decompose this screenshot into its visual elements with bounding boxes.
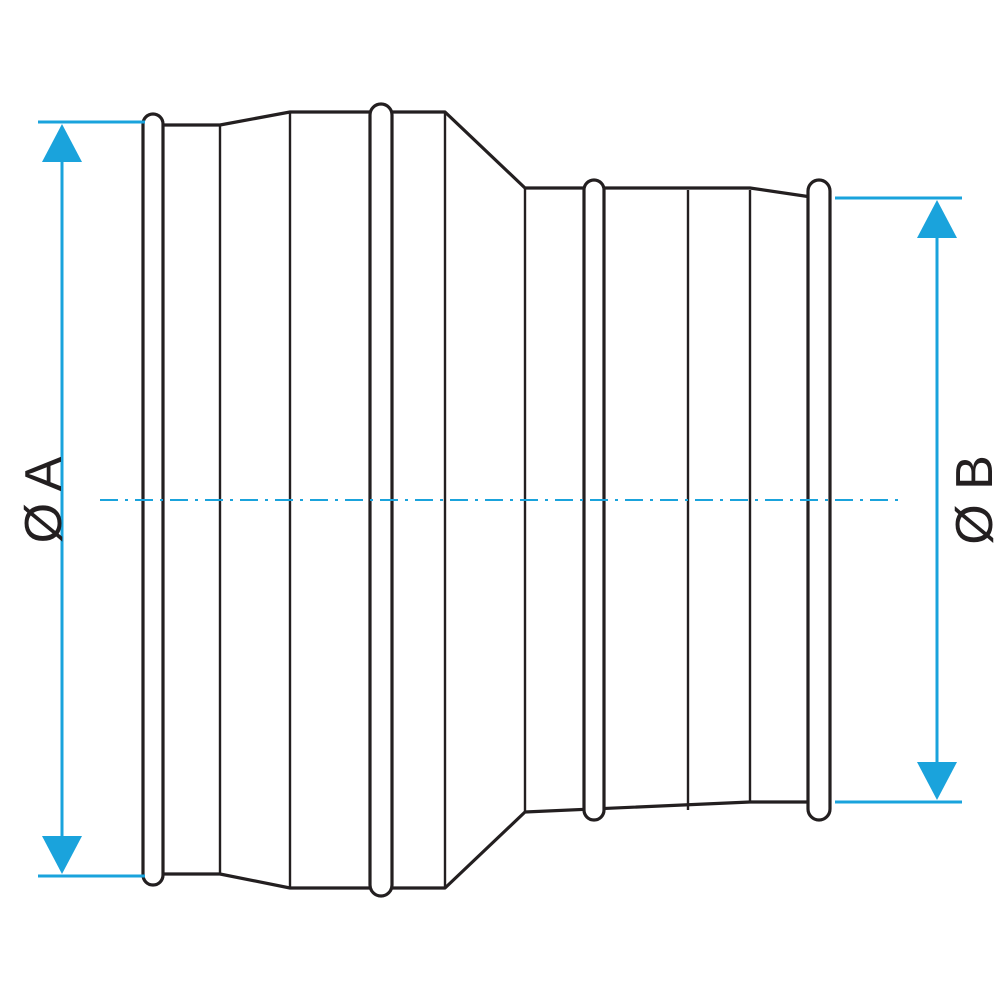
dimension-a: Ø A — [15, 120, 145, 878]
dimension-b-label: Ø B — [946, 455, 1000, 545]
dimension-a-arrow-top — [42, 124, 82, 162]
dimension-a-arrow-bottom — [42, 836, 82, 874]
dimension-a-label: Ø A — [15, 456, 73, 543]
dimension-b: Ø B — [835, 196, 1000, 804]
dimension-b-arrow-bottom — [917, 762, 957, 800]
dimension-b-arrow-top — [917, 200, 957, 238]
